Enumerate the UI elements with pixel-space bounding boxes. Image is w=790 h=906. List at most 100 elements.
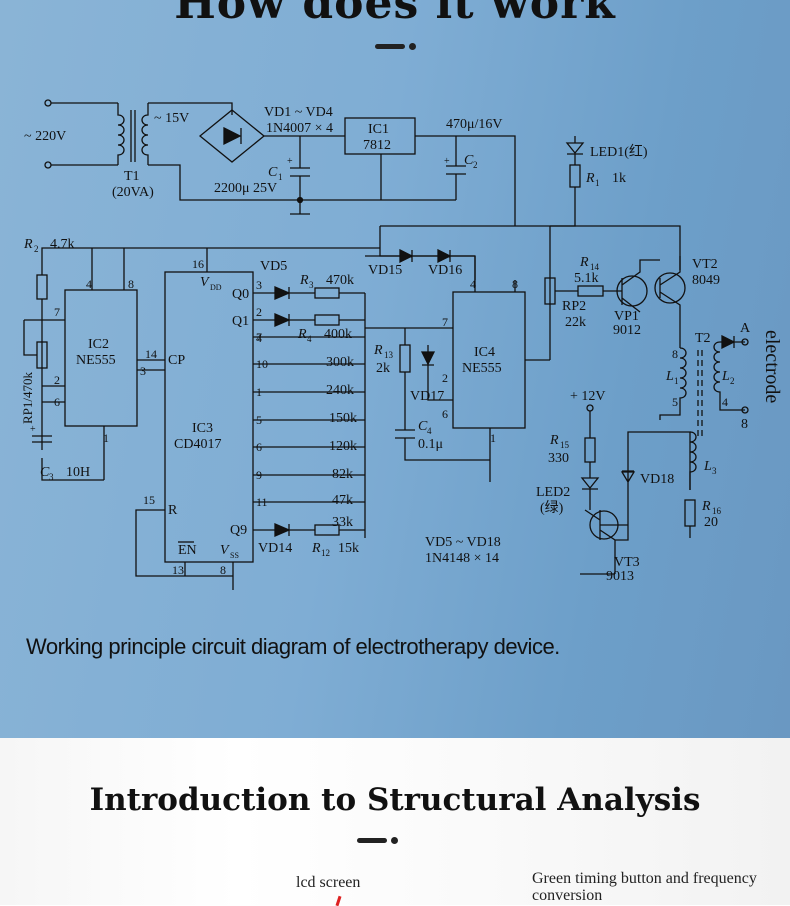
- svg-text:14: 14: [590, 262, 600, 272]
- svg-text:4: 4: [722, 395, 728, 409]
- svg-text:DD: DD: [210, 283, 222, 292]
- timer-ic4: IC4 NE555 4 8 7 2 6 1 R 13 2k VD17 C 4 0…: [365, 256, 550, 482]
- svg-text:C: C: [268, 165, 278, 180]
- svg-text:SS: SS: [230, 551, 239, 560]
- svg-text:4: 4: [427, 426, 432, 436]
- timer-ic2: IC2 NE555 4 8 7 2 6 1 14 3 RP1/470k + C …: [20, 277, 165, 482]
- svg-text:470μ/16V: 470μ/16V: [446, 117, 503, 132]
- svg-text:7812: 7812: [363, 138, 391, 153]
- svg-text:LED2: LED2: [536, 485, 570, 500]
- svg-text:IC2: IC2: [88, 337, 109, 352]
- svg-text:L: L: [703, 459, 712, 474]
- svg-text:VD15: VD15: [368, 263, 402, 278]
- svg-text:2: 2: [730, 376, 735, 386]
- circuit-diagram: ~ 220V ~ 15V T1 (20VA) VD1 ~ VD4 1N4007 …: [20, 99, 783, 590]
- svg-text:1k: 1k: [612, 171, 626, 186]
- svg-text:2: 2: [473, 160, 478, 170]
- svg-text:R: R: [701, 499, 711, 514]
- svg-text:LED1(红): LED1(红): [590, 144, 648, 160]
- svg-text:IC1: IC1: [368, 122, 389, 137]
- svg-text:T1: T1: [124, 169, 140, 184]
- svg-text:Q9: Q9: [230, 523, 247, 538]
- svg-text:RP2: RP2: [562, 299, 586, 314]
- svg-text:VD5: VD5: [260, 259, 287, 274]
- svg-text:8: 8: [741, 417, 748, 432]
- svg-text:3: 3: [712, 466, 717, 476]
- svg-text:+: +: [30, 424, 36, 435]
- svg-text:RP1/470k: RP1/470k: [20, 371, 35, 424]
- svg-text:4: 4: [307, 334, 312, 344]
- svg-text:CP: CP: [168, 353, 185, 368]
- svg-text:2: 2: [34, 244, 39, 254]
- svg-text:16: 16: [192, 257, 204, 271]
- svg-text:300k: 300k: [326, 355, 354, 370]
- svg-text:Q0: Q0: [232, 287, 249, 302]
- svg-text:VD14: VD14: [258, 541, 292, 556]
- svg-text:13: 13: [384, 350, 394, 360]
- svg-text:R: R: [579, 255, 589, 270]
- svg-text:150k: 150k: [329, 411, 357, 426]
- svg-text:(20VA): (20VA): [112, 185, 154, 200]
- bridge-rectifier: VD1 ~ VD4 1N4007 × 4: [198, 105, 345, 163]
- svg-text:R: R: [168, 503, 178, 518]
- svg-text:470k: 470k: [326, 273, 354, 288]
- svg-text:10: 10: [256, 357, 268, 371]
- svg-text:4: 4: [470, 277, 476, 291]
- svg-text:6: 6: [256, 440, 262, 454]
- svg-text:2200μ 25V: 2200μ 25V: [214, 181, 277, 196]
- svg-text:+: +: [444, 156, 450, 167]
- svg-text:3: 3: [309, 280, 314, 290]
- output-stage: R 14 5.1k RP2 22k VP1 9012 VT2 8049 T2 A…: [544, 255, 783, 440]
- svg-text:7: 7: [256, 330, 262, 344]
- regulator-ic1: IC1 7812 470μ/16V: [344, 117, 516, 226]
- resistor-ladder: R 3 470k R 4 400k R 12 15k 300k 240k 150…: [253, 273, 366, 558]
- svg-text:8: 8: [128, 277, 134, 291]
- svg-text:+ 12V: + 12V: [570, 389, 606, 404]
- svg-text:NE555: NE555: [76, 353, 116, 368]
- svg-text:8: 8: [672, 347, 678, 361]
- svg-text:3: 3: [140, 364, 146, 378]
- indicator-branch: + 12V R 15 330 LED2 (绿) VD18 L 3 R 16 20…: [536, 389, 722, 584]
- svg-text:33k: 33k: [332, 515, 353, 530]
- mains-input: ~ 220V: [24, 99, 118, 169]
- svg-text:R: R: [585, 171, 595, 186]
- svg-text:1: 1: [595, 178, 600, 188]
- svg-text:7: 7: [54, 305, 60, 319]
- svg-text:3: 3: [49, 472, 54, 482]
- diagram-caption: Working principle circuit diagram of ele…: [26, 634, 560, 659]
- svg-text:8: 8: [512, 277, 518, 291]
- led1-branch: LED1(红) R 1 1k: [380, 136, 648, 227]
- diodes-vd15-vd16: VD15 VD16: [365, 248, 475, 278]
- counter-ic3: IC3 CD4017 V DD CP R EN V SS 16 15 13 8 …: [135, 257, 292, 590]
- svg-text:VD18: VD18: [640, 472, 674, 487]
- transformer-t1: ~ 15V T1 (20VA): [112, 102, 300, 201]
- svg-text:+: +: [287, 156, 293, 167]
- svg-text:V: V: [200, 275, 210, 290]
- svg-text:VD16: VD16: [428, 263, 462, 278]
- svg-text:4: 4: [256, 331, 262, 345]
- svg-text:C: C: [418, 419, 428, 434]
- svg-text:R: R: [297, 327, 307, 342]
- svg-text:5: 5: [256, 413, 262, 427]
- svg-text:VD17: VD17: [410, 389, 444, 404]
- svg-text:7: 7: [442, 315, 448, 329]
- electrode-label: electrode: [761, 330, 783, 403]
- svg-text:9013: 9013: [606, 569, 634, 584]
- svg-text:IC4: IC4: [474, 345, 495, 360]
- svg-text:L: L: [665, 369, 674, 384]
- diode-note: VD5 ~ VD18 1N4148 × 14: [425, 535, 501, 566]
- svg-text:400k: 400k: [324, 327, 352, 342]
- svg-text:VD5 ~ VD18: VD5 ~ VD18: [425, 535, 501, 550]
- svg-text:4: 4: [86, 277, 92, 291]
- svg-text:(绿): (绿): [540, 500, 564, 516]
- svg-text:CD4017: CD4017: [174, 437, 221, 452]
- svg-text:2: 2: [54, 373, 60, 387]
- svg-text:10H: 10H: [66, 465, 90, 480]
- svg-text:9: 9: [256, 468, 262, 482]
- svg-text:1: 1: [674, 376, 679, 386]
- svg-text:13: 13: [172, 563, 184, 577]
- svg-text:R: R: [23, 237, 33, 252]
- svg-text:9012: 9012: [613, 323, 641, 338]
- svg-text:15k: 15k: [338, 541, 359, 556]
- svg-text:EN: EN: [178, 543, 197, 558]
